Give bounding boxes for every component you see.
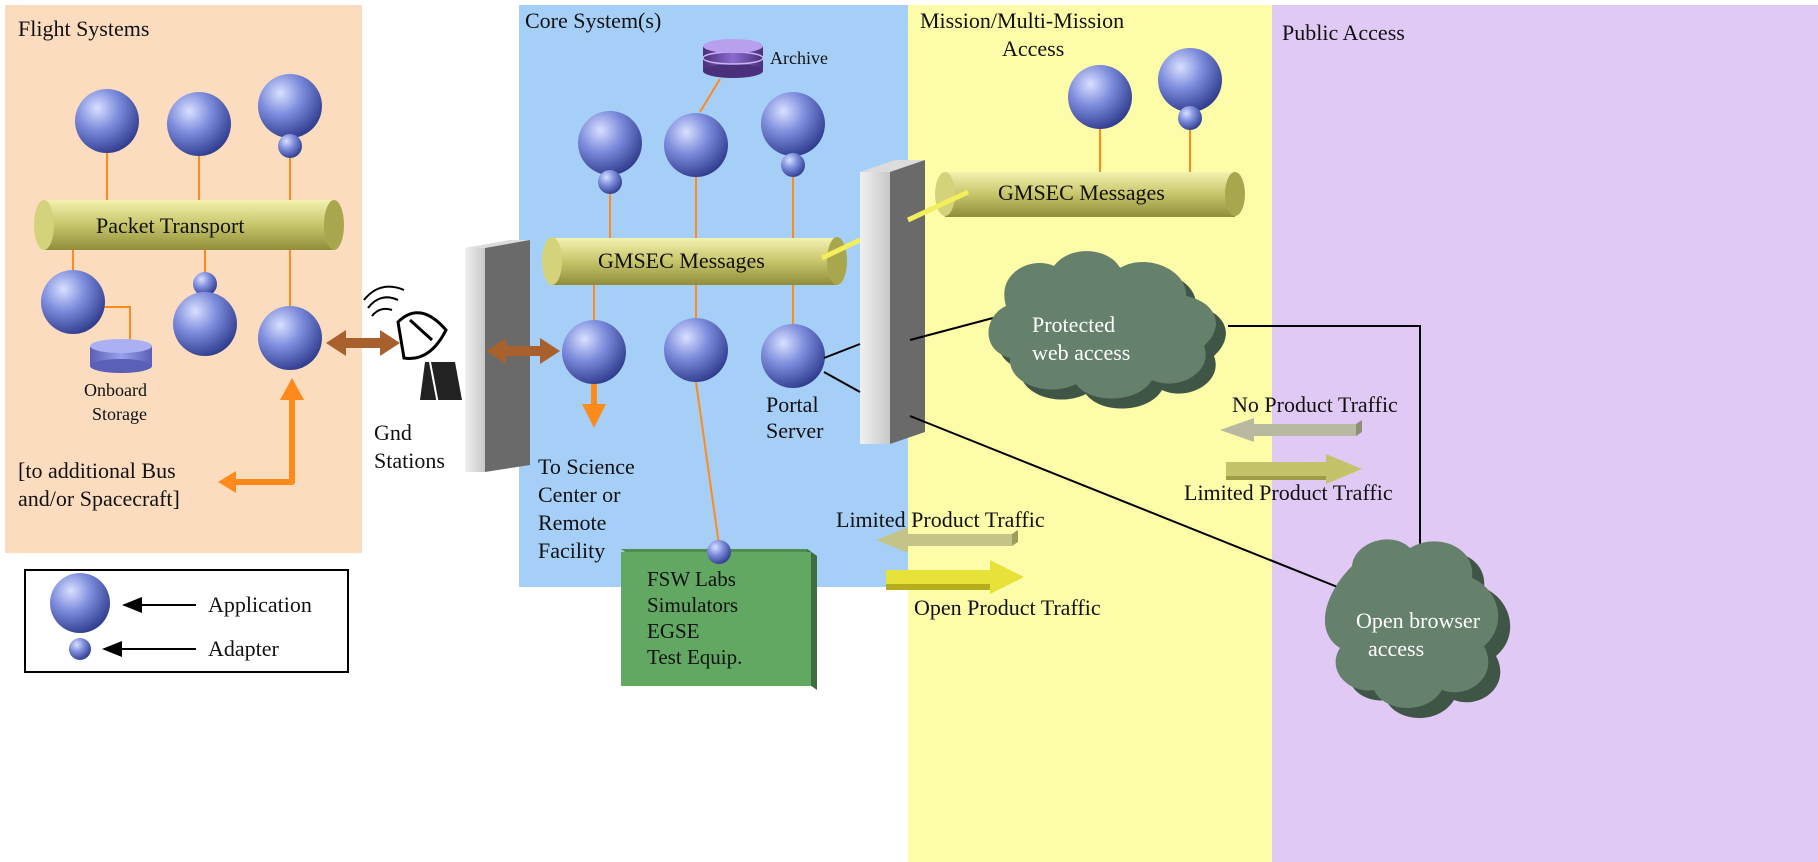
open-browser-access-label-line1: Open browser [1356,608,1481,633]
mission-access-title-line2: Access [1002,36,1064,61]
legend-adapter-icon [69,638,91,660]
application-sphere [664,318,728,382]
onboard-storage-label-line1: Onboard [84,380,147,400]
limited-product-traffic-arrow-right [1226,454,1362,484]
mission-access-title-line1: Mission/Multi-Mission [920,8,1124,33]
legend-box: Application Adapter [24,569,349,673]
public-access-region [1272,5,1818,862]
no-product-traffic-arrow-left [1220,418,1362,442]
fsw-labs-label-line3: EGSE [647,619,700,643]
application-sphere [562,320,626,384]
additional-bus-arrowhead-up [280,378,304,400]
science-center-label-line2: Center or [538,482,621,507]
flight-systems-title: Flight Systems [18,16,149,41]
archive-disk [702,39,764,78]
application-sphere [41,270,105,334]
core-bus-to-firewall-link [820,237,862,261]
packet-transport-label: Packet Transport [96,213,245,238]
downlink-double-arrow [326,330,400,356]
additional-bus-label-line2: and/or Spacecraft] [18,486,180,511]
portal-server-sphere [761,324,825,388]
firewall-to-mission-bus-link [906,189,970,223]
legend-application-label: Application [208,592,312,617]
open-traffic-arrow-right [886,560,1024,594]
science-center-label-line4: Facility [538,538,605,563]
additional-bus-arrowhead-left [218,471,236,493]
open-product-traffic-label: Open Product Traffic [914,595,1101,620]
portal-server-label-line1: Portal [766,392,819,417]
portal-server-label-line2: Server [766,418,824,443]
core-gmsec-label: GMSEC Messages [598,248,765,273]
fsw-labs-label-line2: Simulators [647,593,738,617]
protected-web-access-label-line1: Protected [1032,312,1115,337]
archive-label: Archive [770,48,828,68]
application-sphere [258,74,322,138]
legend-adapter-label: Adapter [208,636,280,661]
limited-product-traffic-label-mission: Limited Product Traffic [836,507,1045,532]
packet-transport-bus: Packet Transport [34,200,344,250]
fsw-labs-box [621,549,817,690]
ground-antenna-icon [363,285,462,405]
additional-bus-arrow [230,392,295,485]
application-sphere [1068,65,1132,129]
protected-web-access-label-line2: web access [1032,340,1130,365]
adapter-sphere [193,272,217,296]
additional-bus-label-line1: [to additional Bus [18,458,176,483]
core-uplink-double-arrow [486,338,560,364]
application-sphere [167,92,231,156]
limited-product-traffic-label-public: Limited Product Traffic [1184,480,1393,505]
mission-firewall-wall [860,160,925,444]
science-center-label-line1: To Science [538,454,635,479]
flight-connectors [72,152,291,342]
adapter-sphere [781,153,805,177]
gnd-stations-label-line1: Gnd [374,420,412,445]
application-sphere [173,292,237,356]
legend-application-icon [50,573,110,633]
mission-gmsec-label: GMSEC Messages [998,180,1165,205]
no-product-traffic-label: No Product Traffic [1232,392,1398,417]
public-access-title: Public Access [1282,20,1405,45]
application-sphere [75,89,139,153]
science-center-label-line3: Remote [538,510,606,535]
mission-access-region [908,5,1273,862]
application-sphere [761,92,825,156]
adapter-sphere [278,134,302,158]
science-center-arrowhead [582,404,606,428]
limited-traffic-arrow-left [876,527,1018,553]
onboard-storage-label-line2: Storage [92,404,147,424]
open-browser-access-cloud [1324,539,1511,719]
application-sphere [578,111,642,175]
application-sphere [664,113,728,177]
core-systems-region [519,5,909,587]
gnd-stations-label-line2: Stations [374,448,445,473]
adapter-sphere [707,540,731,564]
adapter-sphere [1178,106,1202,130]
network-links [823,317,1421,591]
protected-web-access-cloud [988,251,1226,409]
mission-gmsec-bus: GMSEC Messages [935,172,1245,217]
application-sphere [1158,48,1222,112]
open-browser-access-label-line2: access [1368,636,1424,661]
core-gmsec-bus: GMSEC Messages [542,237,847,285]
fsw-labs-label-line1: FSW Labs [647,567,736,591]
adapter-sphere [598,170,622,194]
onboard-storage-disk [90,339,152,373]
fsw-labs-label-line4: Test Equip. [647,645,742,669]
mission-connectors [1099,126,1191,176]
application-sphere [258,306,322,370]
core-systems-title: Core System(s) [525,8,661,33]
